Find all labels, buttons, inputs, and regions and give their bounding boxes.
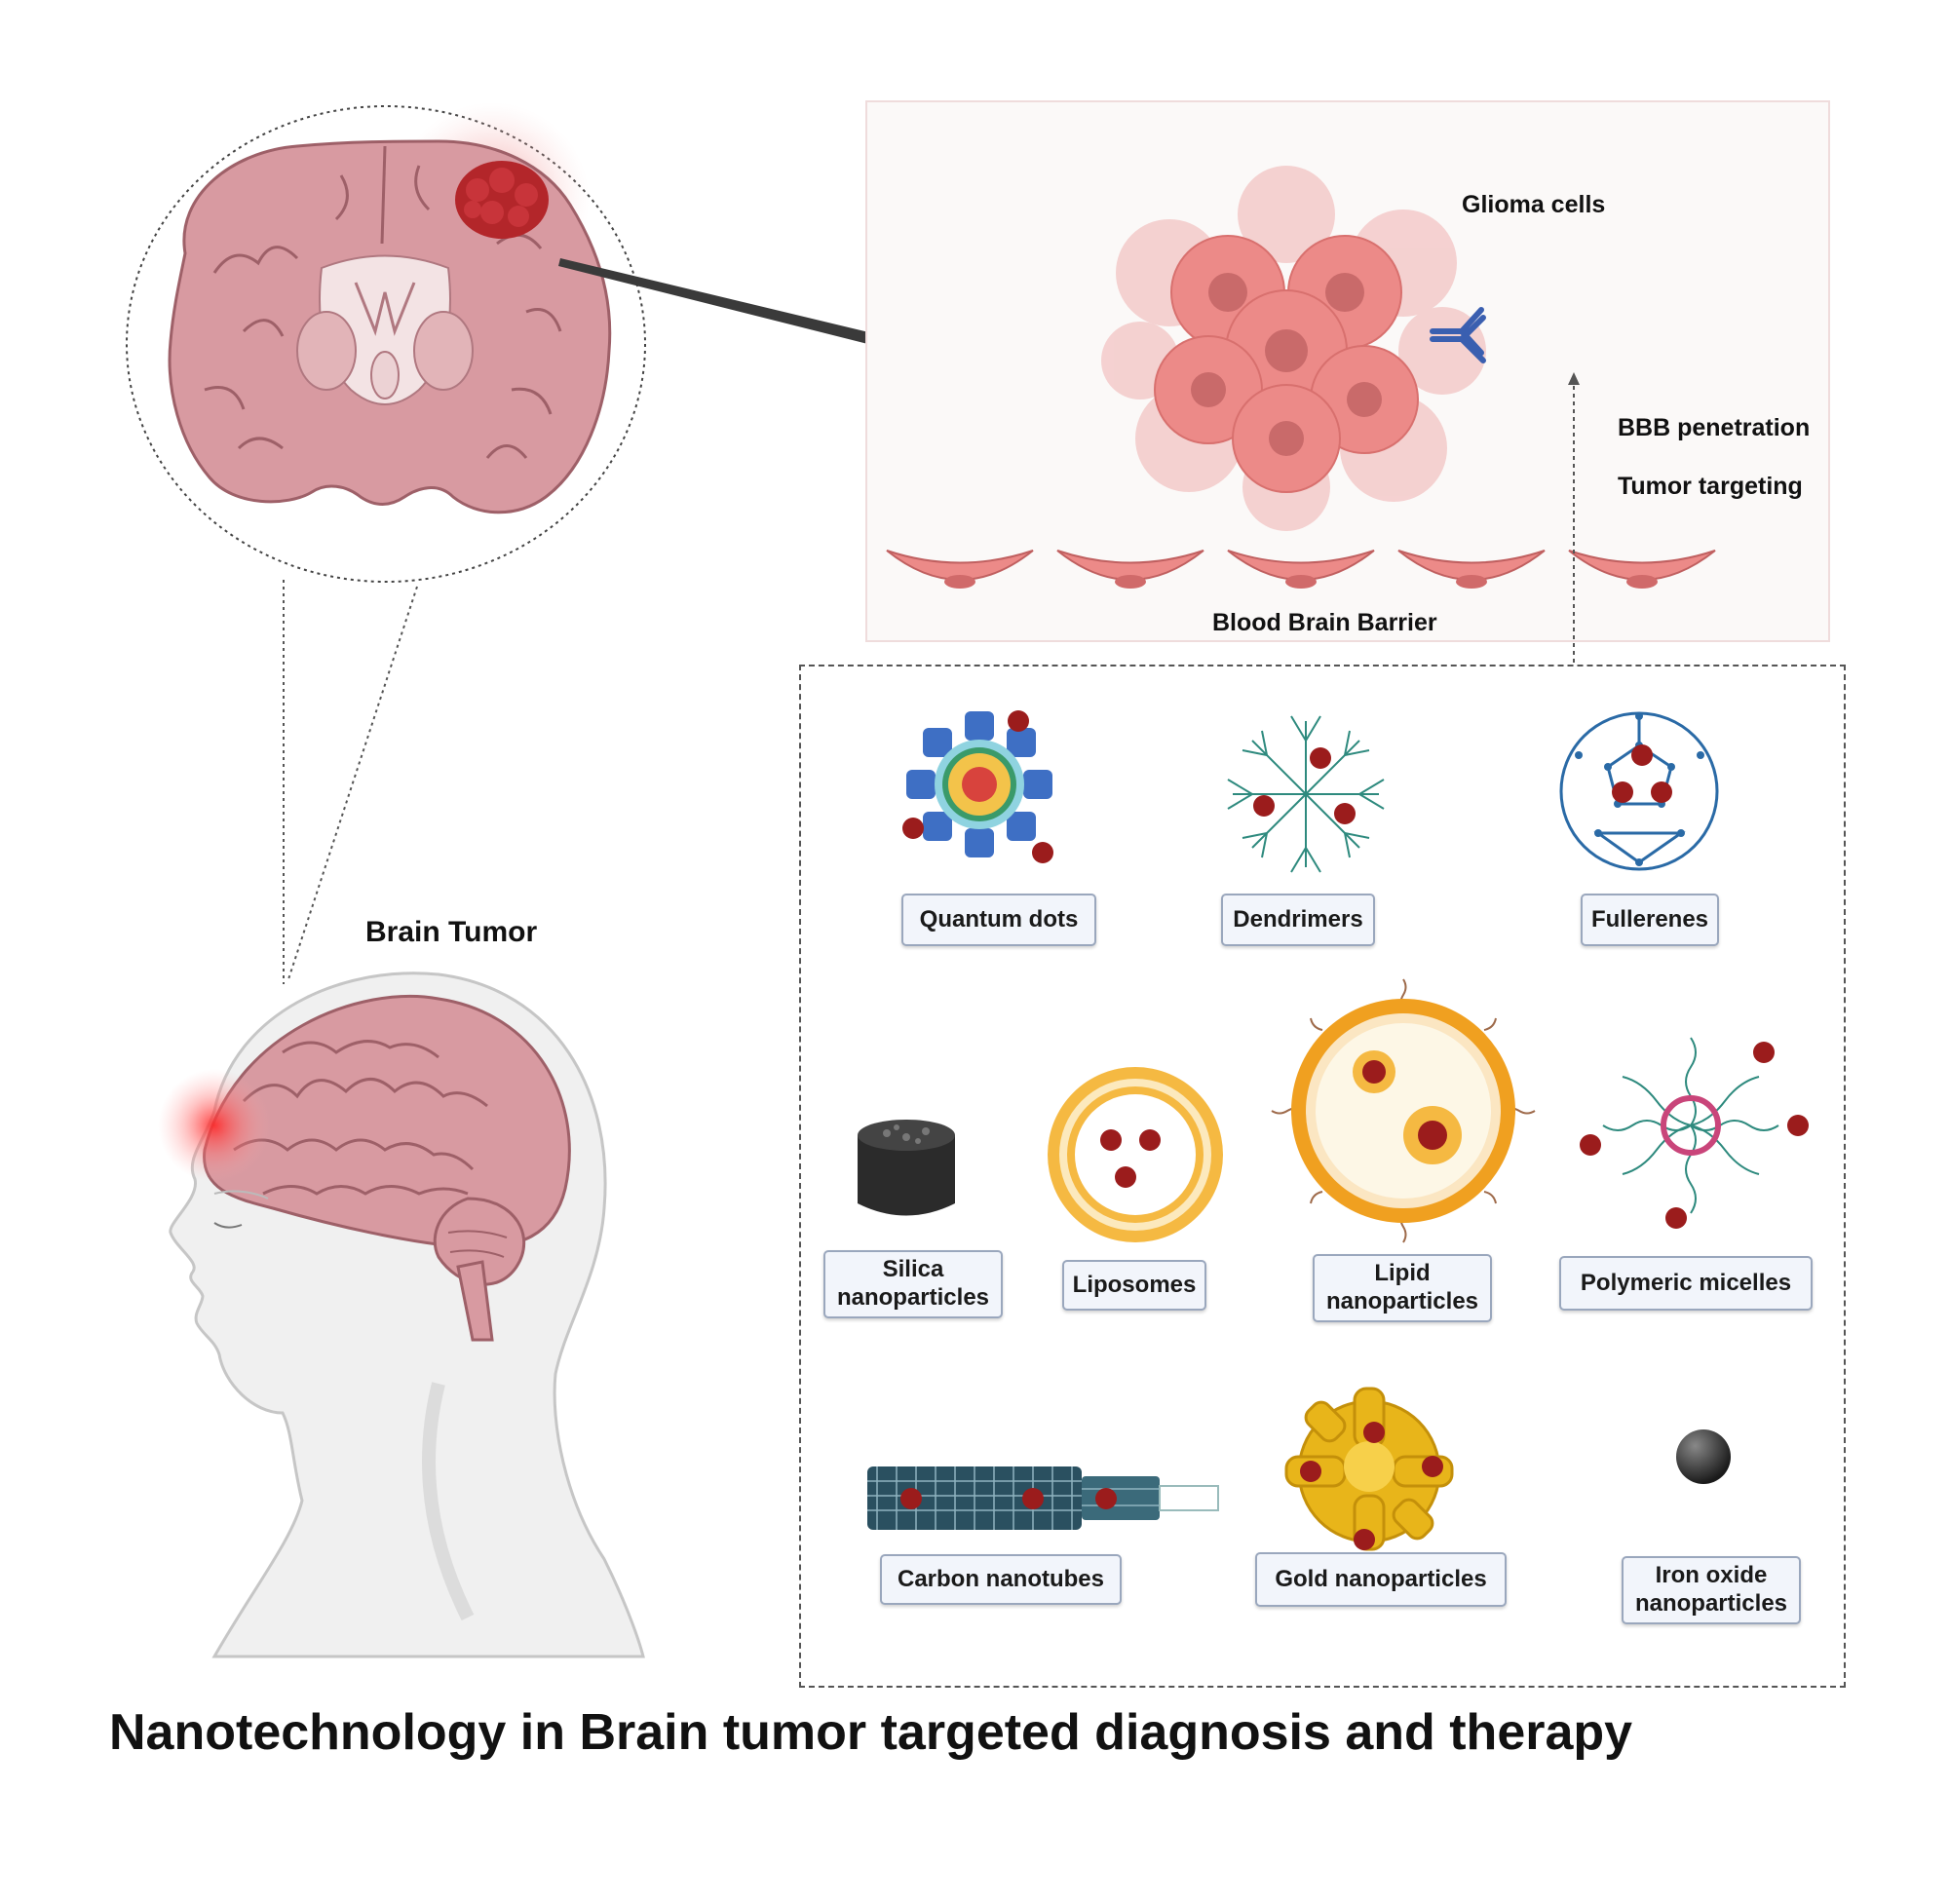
glioma-cells-label: Glioma cells: [1462, 191, 1606, 218]
nanoparticle-types-box: [799, 665, 1846, 1688]
tumor-mass: [455, 161, 549, 239]
nanoparticle-label-lipid: Lipid nanoparticles: [1313, 1254, 1492, 1322]
nanoparticle-label-fullerenes: Fullerenes: [1581, 894, 1719, 946]
blood-brain-barrier-label: Blood Brain Barrier: [1212, 609, 1437, 636]
gold-nanoparticles-icon: [1284, 1387, 1454, 1551]
dendrimers-icon: [1227, 715, 1385, 873]
nanoparticle-label-carbon-nanotubes: Carbon nanotubes: [880, 1554, 1122, 1605]
tumor-targeting-label: Tumor targeting: [1618, 473, 1803, 500]
antibody-icon: [1430, 307, 1486, 363]
liposomes-icon: [1048, 1067, 1223, 1242]
quantum-dots-icon: [902, 710, 1053, 863]
bbb-penetration-label: BBB penetration: [1618, 414, 1811, 441]
brain-tumor-label: Brain Tumor: [365, 916, 538, 948]
nanoparticle-label-iron-oxide: Iron oxide nanoparticles: [1622, 1556, 1801, 1624]
silica-nanoparticles-icon: [858, 1120, 955, 1216]
brain-section-illustration: [126, 102, 646, 583]
polymeric-micelles-icon: [1580, 1037, 1809, 1229]
nanoparticle-label-dendrimers: Dendrimers: [1221, 894, 1375, 946]
lipid-nanoparticles-icon: [1271, 978, 1536, 1243]
fullerenes-icon: [1559, 711, 1719, 871]
nanoparticle-label-silica: Silica nanoparticles: [823, 1250, 1003, 1318]
iron-oxide-nanoparticles-icon: [1676, 1429, 1731, 1484]
head-silhouette-illustration: [158, 971, 645, 1658]
figure-title: Nanotechnology in Brain tumor targeted d…: [109, 1704, 1633, 1761]
nanoparticle-label-gold: Gold nanoparticles: [1255, 1552, 1507, 1607]
carbon-nanotubes-icon: [867, 1466, 1219, 1530]
nanoparticle-label-quantum-dots: Quantum dots: [901, 894, 1096, 946]
nanoparticle-label-polymeric-micelles: Polymeric micelles: [1559, 1256, 1813, 1311]
bbb-endothelial-cells: [886, 550, 1716, 589]
nanoparticle-label-liposomes: Liposomes: [1062, 1260, 1206, 1311]
